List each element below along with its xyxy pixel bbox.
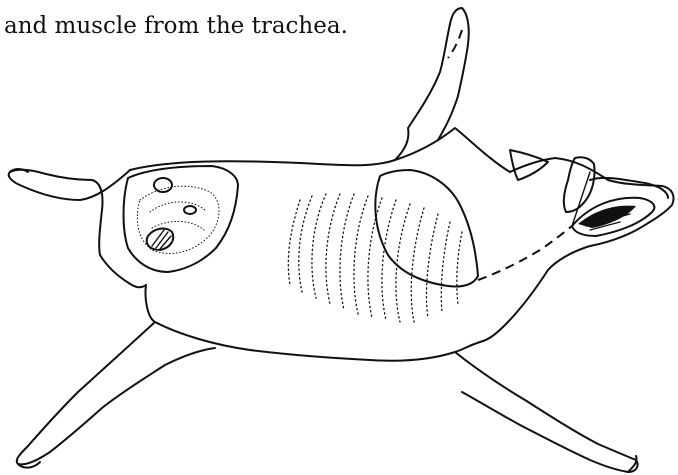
chest-skin-flap: [375, 170, 478, 287]
mouth-cavity: [578, 206, 636, 228]
bladder-organ: [147, 229, 174, 250]
snout: [590, 178, 668, 198]
opened-abdominal-cavity: [124, 166, 239, 272]
hind-leg-raised: [395, 8, 469, 160]
fore-leg-bottom-left: [17, 322, 215, 464]
neck-incision-line: [478, 226, 572, 280]
organ-texture: [137, 186, 219, 253]
kidney-organ: [154, 178, 172, 192]
leg-incision-line: [448, 30, 462, 58]
small-organ: [184, 206, 196, 214]
fore-leg-bottom-right: [455, 352, 638, 472]
